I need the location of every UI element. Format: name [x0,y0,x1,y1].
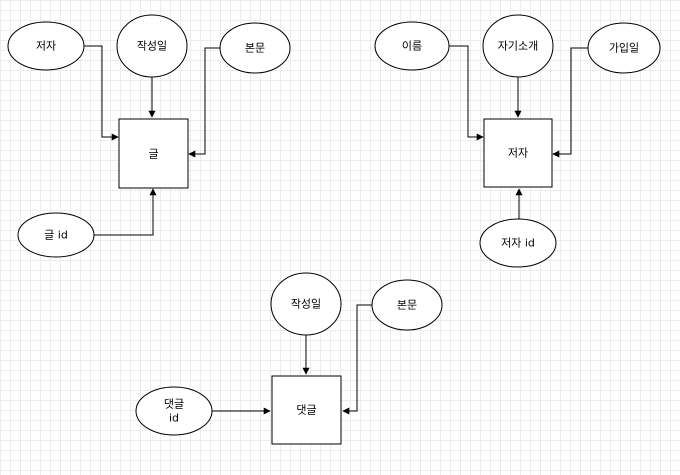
attribute-author-intro[interactable] [482,14,554,78]
attribute-comment-id-label-line2: id [169,412,179,425]
attribute-author-intro-label: 자기소개 [498,40,538,53]
attribute-post-author-label: 저자 [36,40,56,53]
attribute-post-id[interactable] [17,212,95,258]
attribute-post-body-label: 본문 [245,42,265,55]
attribute-author-name-label: 이름 [402,40,422,53]
comment-diagram: 댓글 작성일 본문 댓글 id [135,272,443,445]
attribute-post-body[interactable] [219,22,291,74]
post-diagram: 글 저자 작성일 본문 글 id [7,14,291,258]
attribute-comment-body-label: 본문 [397,299,417,312]
attribute-author-id[interactable] [479,218,557,268]
entity-author[interactable] [483,118,553,188]
attribute-author-joined-label: 가입일 [609,41,639,55]
attribute-comment-body[interactable] [371,279,443,331]
attribute-comment-date[interactable] [270,272,342,336]
connector-author-to-post [84,45,119,141]
attribute-author-id-label: 저자 id [501,237,535,250]
entity-post-label: 글 [148,148,158,161]
entity-comment[interactable] [271,375,342,445]
attribute-comment-date-label: 작성일 [291,297,321,311]
connector-body-to-comment [342,304,374,415]
attribute-author-joined[interactable] [587,22,661,74]
attribute-comment-id-label-line1: 댓글 [164,398,184,411]
attribute-author-name[interactable] [374,21,450,71]
connector-name-to-author [448,45,484,141]
attribute-comment-id[interactable] [135,386,213,436]
attribute-post-date-label: 작성일 [137,39,167,53]
entity-comment-label: 댓글 [296,404,316,417]
attribute-post-author[interactable] [7,21,85,71]
author-diagram: 저자 이름 자기소개 가입일 저자 id [374,14,661,268]
attribute-post-id-label: 글 id [44,229,68,242]
connector-id-to-post [94,188,157,236]
entity-post[interactable] [118,118,189,189]
entity-author-label: 저자 [508,147,528,160]
connector-body-to-post [188,47,220,158]
attribute-post-date[interactable] [116,14,188,78]
connector-joined-to-author [552,47,589,158]
